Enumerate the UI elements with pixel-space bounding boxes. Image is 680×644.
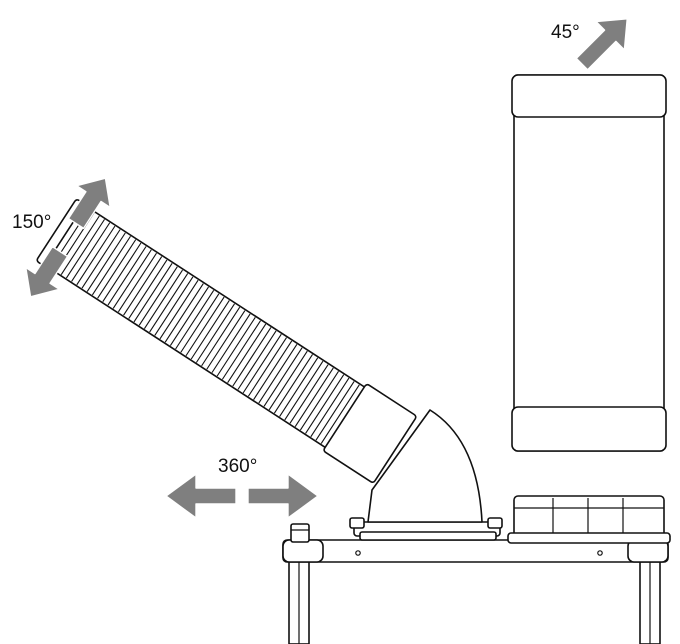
hose-rib bbox=[237, 330, 277, 390]
hose-tilt-label: 150° bbox=[12, 212, 51, 233]
hose-rib bbox=[201, 306, 241, 367]
hose-rib bbox=[169, 286, 209, 346]
hose-rib bbox=[185, 296, 225, 357]
hose-rib bbox=[310, 377, 350, 438]
elbow-joint bbox=[367, 409, 483, 523]
hose-rib bbox=[294, 367, 334, 427]
hose-rib bbox=[164, 283, 204, 343]
hose-rib bbox=[180, 293, 220, 353]
hose-rib bbox=[305, 374, 345, 434]
hose-rib bbox=[216, 316, 256, 377]
hose-rib bbox=[206, 310, 246, 370]
hose-rib bbox=[263, 347, 303, 407]
hose-rib bbox=[315, 381, 355, 441]
hose-rib bbox=[138, 266, 178, 326]
hose-rib bbox=[60, 215, 100, 275]
hose-rib bbox=[279, 357, 319, 417]
corrugated-hose bbox=[36, 199, 417, 484]
hose-rib bbox=[159, 279, 199, 340]
hose-rib bbox=[102, 242, 142, 303]
hose-rib bbox=[86, 232, 126, 292]
hose-rib bbox=[221, 320, 261, 380]
hose-rib bbox=[299, 371, 339, 431]
hose-rib bbox=[76, 225, 116, 286]
hose-rib bbox=[242, 333, 282, 394]
hose-rib bbox=[71, 222, 111, 282]
hose-rib bbox=[133, 262, 173, 323]
hose-rib bbox=[289, 364, 329, 424]
hose-cuff bbox=[323, 383, 417, 484]
hose-rib bbox=[253, 340, 293, 400]
hose-rib bbox=[154, 276, 194, 336]
hose-rib bbox=[143, 269, 183, 330]
hose-rib bbox=[81, 229, 121, 289]
hose-rib bbox=[97, 239, 137, 299]
hose-rib bbox=[149, 273, 189, 333]
machine-base bbox=[282, 495, 671, 644]
hose-rib bbox=[227, 323, 267, 384]
hose-rib bbox=[117, 252, 157, 313]
vertical-duct bbox=[511, 74, 667, 452]
hose-rib bbox=[232, 327, 272, 387]
vertical-duct-top-cap bbox=[511, 74, 667, 118]
hose-rib bbox=[284, 360, 324, 421]
hose-rib bbox=[320, 384, 360, 444]
hose-rib bbox=[107, 246, 147, 306]
hose-rib bbox=[91, 235, 131, 296]
hose-rib bbox=[128, 259, 168, 319]
vertical-duct-bottom-cap bbox=[511, 406, 667, 452]
hose-rib bbox=[195, 303, 235, 363]
hose-rib bbox=[123, 256, 163, 316]
hose-rib bbox=[258, 344, 298, 404]
corner-knob bbox=[290, 523, 310, 543]
hose-rib bbox=[175, 289, 215, 350]
base-rotation-label: 360° bbox=[218, 456, 257, 477]
hose-rib bbox=[65, 219, 105, 279]
vertical-tilt-arrow-icon bbox=[575, 18, 628, 71]
hose-rib bbox=[247, 337, 287, 397]
vertical-tilt-label: 45° bbox=[551, 22, 580, 43]
vertical-duct-body bbox=[513, 74, 665, 452]
hose-rib bbox=[112, 249, 152, 309]
hose-rib bbox=[273, 354, 313, 414]
hose-tilt-arrow-icon bbox=[25, 177, 111, 298]
hose-rib bbox=[268, 350, 308, 411]
hose-rib bbox=[190, 300, 230, 360]
base-rotation-arrow-icon bbox=[165, 473, 319, 519]
hose-ribs bbox=[45, 205, 360, 444]
hose-rib bbox=[211, 313, 251, 373]
